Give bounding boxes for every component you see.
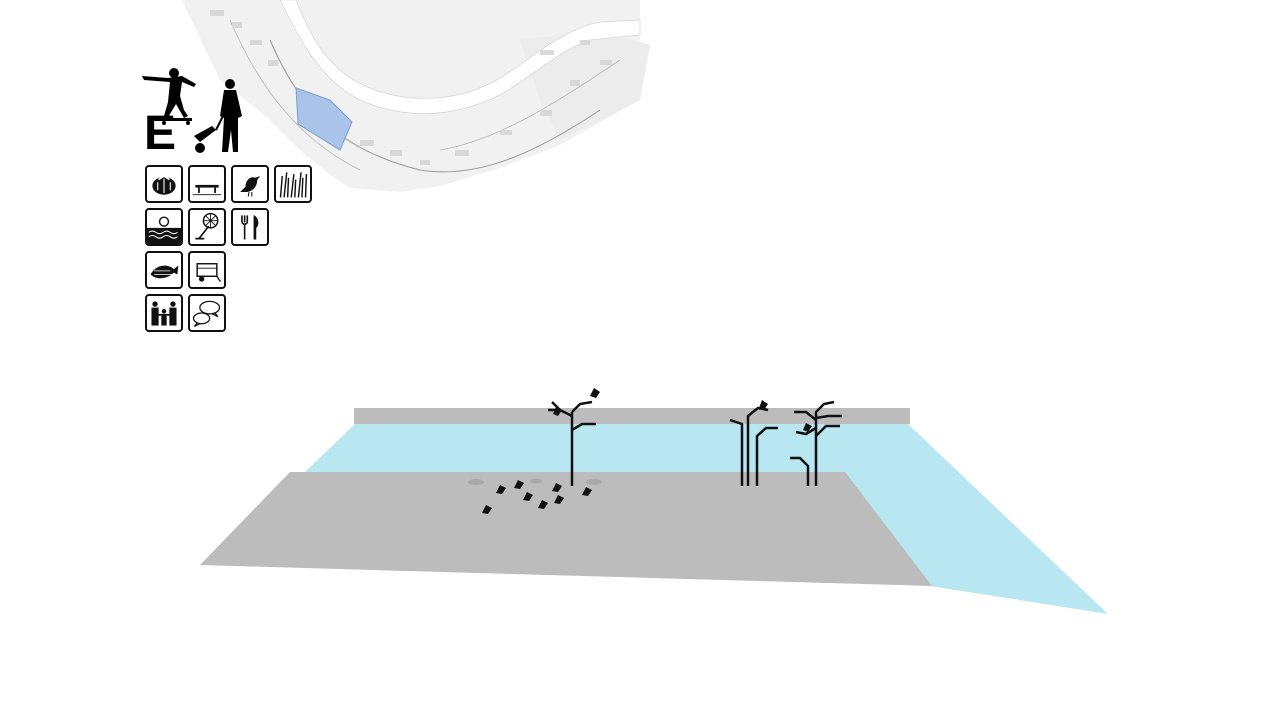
tree-cluster [729, 400, 842, 486]
zone-letter: E [144, 107, 176, 160]
ground-puddles [468, 478, 602, 485]
bird-flock [482, 480, 592, 514]
people-silhouettes [138, 64, 248, 160]
bird-icon [482, 505, 492, 514]
fish-icon [145, 251, 183, 289]
bird-icon [552, 483, 562, 492]
food-cart-icon [188, 251, 226, 289]
bird-icon [514, 480, 524, 489]
bird-icon [231, 165, 269, 203]
person-with-cart-icon [194, 79, 242, 153]
bird-icon [554, 495, 564, 504]
bird-icon [496, 485, 506, 494]
speech-bubbles-icon [188, 294, 226, 332]
fork-knife-icon [231, 208, 269, 246]
parasol-icon [188, 208, 226, 246]
bird-icon [582, 487, 592, 496]
far-promenade [354, 408, 910, 424]
skateboarder-icon [142, 68, 196, 125]
perched-birds [553, 388, 812, 432]
family-icon [145, 294, 183, 332]
bird-icon [538, 500, 548, 509]
tomato-icon [145, 165, 183, 203]
bench-icon [188, 165, 226, 203]
ground-platform [200, 472, 932, 586]
grass-icon [274, 165, 312, 203]
bird-icon [523, 492, 533, 501]
sunset-sea-icon [145, 208, 183, 246]
